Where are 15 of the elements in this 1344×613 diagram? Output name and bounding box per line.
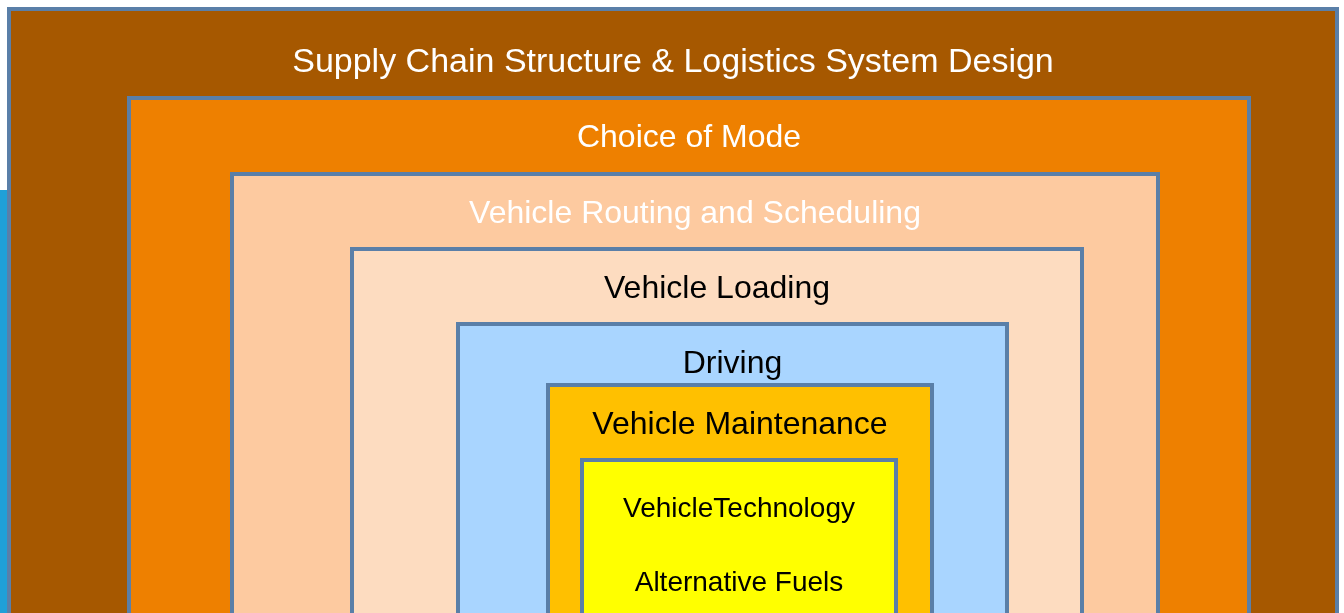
box-title: Vehicle Maintenance: [592, 405, 888, 441]
nested-box: [580, 458, 898, 613]
nested-box: [546, 383, 934, 613]
nested-box: [127, 96, 1251, 613]
nested-box: [456, 322, 1009, 613]
nested-box: [350, 247, 1084, 613]
box-title: VehicleTechnology: [623, 492, 855, 523]
nested-box: [230, 172, 1160, 613]
box-title: Supply Chain Structure & Logistics System Design: [292, 41, 1054, 79]
box-title: Choice of Mode: [576, 118, 802, 154]
box-title: Vehicle Loading: [604, 269, 830, 305]
nested-box: [7, 7, 1339, 613]
box-title: Alternative Fuels: [634, 566, 844, 597]
box-title: Driving: [682, 344, 783, 380]
box-title: Vehicle Routing and Scheduling: [469, 194, 921, 230]
